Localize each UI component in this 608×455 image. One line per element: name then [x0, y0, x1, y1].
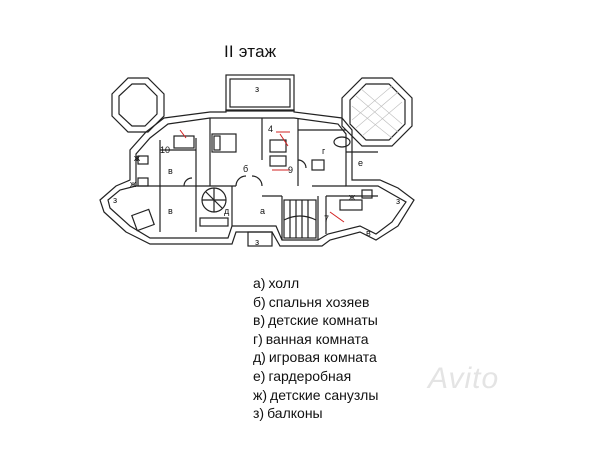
balcony-bottom — [247, 231, 273, 247]
legend-item: в)детские комнаты — [253, 312, 378, 329]
bathtub — [333, 136, 351, 148]
watermark: Avito — [428, 362, 500, 395]
label-kids-room-right: в — [366, 228, 371, 238]
label-hall: а — [260, 206, 265, 216]
label-balcony-right: з — [396, 196, 400, 206]
label-master-bedroom: б — [243, 164, 248, 174]
sofa — [199, 217, 229, 227]
bed-kids-10 — [173, 135, 195, 149]
label-kids-room-left-top: в — [168, 166, 173, 176]
right-tower — [341, 77, 413, 147]
label-wardrobe: е — [358, 158, 363, 168]
label-kids-wc-right: ж — [349, 192, 355, 202]
floor-title: II этаж — [224, 42, 277, 61]
label-balcony-top: з — [255, 84, 259, 94]
staircase — [283, 199, 317, 239]
label-kids-wc-left-top: ж — [134, 153, 140, 163]
label-num-4: 4 — [268, 124, 273, 134]
label-playroom: д — [224, 206, 230, 216]
label-num-10: 10 — [160, 145, 170, 155]
bed-kids-left — [131, 208, 155, 232]
label-balcony-left: з — [113, 195, 117, 205]
bed-kids-right — [339, 199, 363, 211]
label-balcony-bottom: з — [255, 237, 259, 247]
legend-item: г)ванная комната — [253, 330, 369, 347]
legend-item: а)холл — [253, 275, 300, 291]
left-tower — [111, 77, 165, 133]
floor-plan: з з з з а б в в в г д е ж ж ж 10 4 9 7 — [99, 74, 415, 247]
label-num-9: 9 — [288, 165, 293, 175]
legend-item: д)игровая комната — [253, 349, 377, 366]
legend: а)холл б)спальня хозяев в)детские комнат… — [253, 274, 378, 423]
label-bathroom: г — [322, 146, 326, 156]
legend-item: ж)детские санузлы — [253, 386, 379, 403]
legend-item: з)балконы — [253, 405, 323, 422]
legend-item: е)гардеробная — [253, 367, 352, 384]
bed-master — [211, 133, 237, 153]
main-outline — [99, 109, 415, 247]
legend-item: б)спальня хозяев — [253, 293, 370, 310]
label-num-7: 7 — [324, 214, 329, 224]
label-kids-wc-left-bottom: ж — [130, 179, 136, 189]
balcony-top — [225, 74, 295, 112]
label-kids-room-left-bottom: в — [168, 206, 173, 216]
